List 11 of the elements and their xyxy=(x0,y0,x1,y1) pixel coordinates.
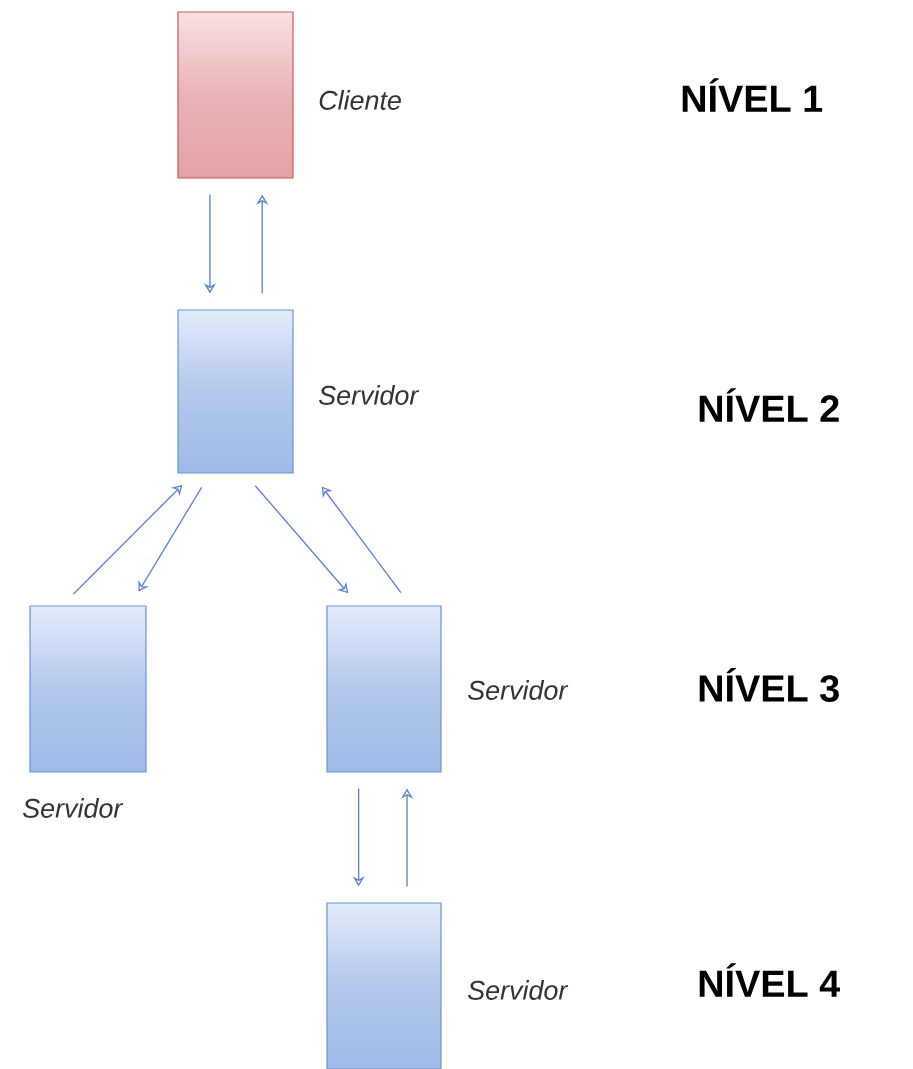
level-label: NÍVEL 4 xyxy=(699,963,841,997)
arrow xyxy=(321,486,402,594)
level-label: NÍVEL 2 xyxy=(699,388,839,422)
arrow xyxy=(138,486,203,592)
level-label: NÍVEL 3 xyxy=(699,668,839,702)
node-caption: Cliente xyxy=(319,90,401,110)
node-caption: Servidor xyxy=(467,980,569,1000)
node-caption: Servidor xyxy=(318,385,420,405)
node-caption: Servidor xyxy=(467,680,569,700)
node-caption: Servidor xyxy=(22,798,124,818)
level-label: NÍVEL 1 xyxy=(682,78,823,112)
